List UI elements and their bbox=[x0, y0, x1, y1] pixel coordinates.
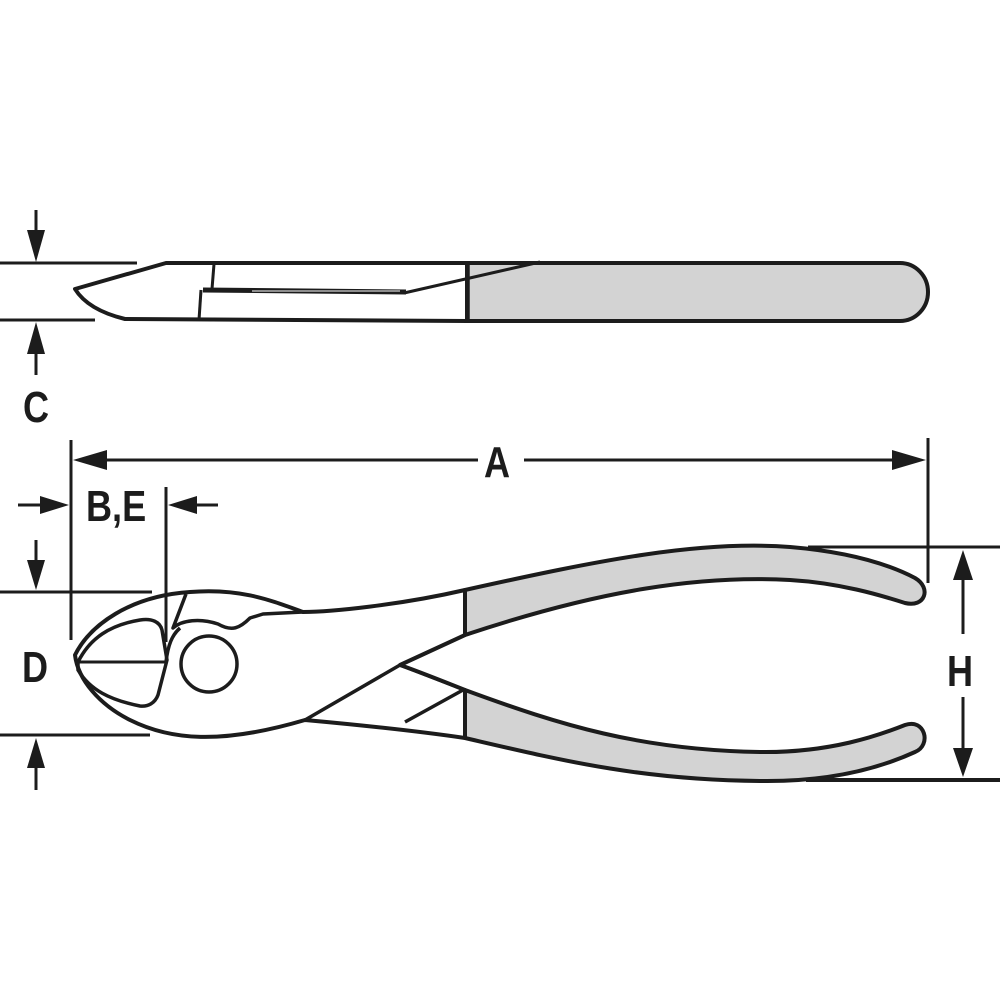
dim-label-c: C bbox=[23, 383, 50, 432]
side-view-grip bbox=[465, 261, 930, 323]
dim-d-arrow-top-icon bbox=[27, 560, 45, 590]
top-view-jaw-curve bbox=[164, 626, 182, 663]
top-view bbox=[0, 438, 1000, 790]
top-view-lower-grip bbox=[463, 688, 927, 784]
top-view-crossover-3 bbox=[404, 688, 464, 724]
dim-be-arrow-left-icon bbox=[40, 496, 69, 514]
dim-be-arrow-right-icon bbox=[168, 496, 197, 514]
dim-h-arrow-top-icon bbox=[953, 550, 973, 580]
dim-a-arrow-right-icon bbox=[892, 450, 926, 470]
side-view-joint-line-1 bbox=[210, 263, 216, 290]
side-view-body bbox=[73, 261, 469, 323]
top-view-pivot bbox=[179, 634, 239, 694]
dim-label-d: D bbox=[22, 643, 49, 692]
side-view-joint-line-2 bbox=[197, 289, 203, 321]
dim-label-a: A bbox=[484, 438, 511, 487]
dim-label-be: B,E bbox=[86, 482, 147, 531]
top-view-crossover-2 bbox=[399, 663, 466, 692]
side-view-taper bbox=[403, 260, 541, 295]
dim-c-arrow-bottom-icon bbox=[27, 322, 45, 354]
top-view-upper-grip bbox=[463, 543, 927, 637]
dim-h-arrow-bottom-icon bbox=[953, 748, 973, 777]
dim-a-arrow-left-icon bbox=[73, 450, 107, 470]
dim-d-arrow-bottom-icon bbox=[27, 738, 45, 768]
dim-c-arrow-top-icon bbox=[27, 230, 45, 262]
side-view bbox=[0, 210, 930, 375]
top-view-jaw-notch bbox=[171, 593, 304, 630]
dim-label-h: H bbox=[947, 647, 974, 696]
